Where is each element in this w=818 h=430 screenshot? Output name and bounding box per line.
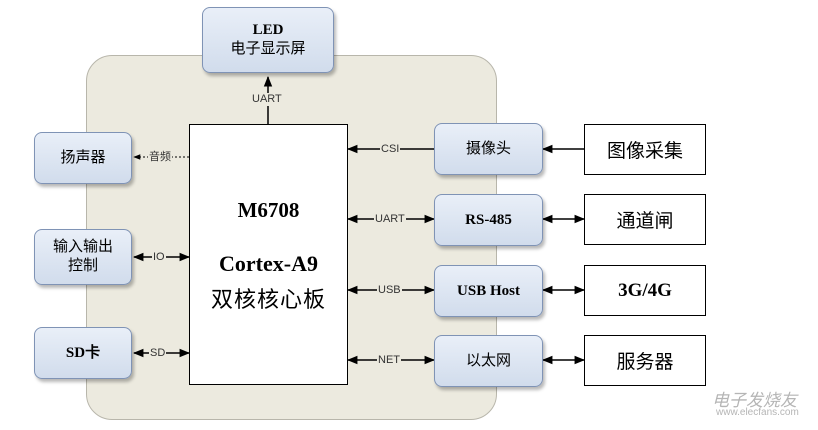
usb-host-box: USB Host bbox=[434, 265, 543, 317]
watermark-url: www.elecfans.com bbox=[716, 407, 799, 418]
camera-box: 摄像头 bbox=[434, 123, 543, 175]
server-label: 服务器 bbox=[616, 352, 674, 373]
led-display-label: 电子显示屏 bbox=[230, 41, 306, 57]
ethernet-box: 以太网 bbox=[434, 335, 543, 387]
io-label: IO bbox=[152, 251, 166, 264]
sd-card-label: SD卡 bbox=[65, 344, 101, 361]
core-board-label: 双核核心板 bbox=[210, 287, 326, 312]
net-4g-box: 3G/4G bbox=[584, 265, 706, 316]
camera-label: 摄像头 bbox=[465, 140, 511, 157]
uart-rs485-label: UART bbox=[374, 213, 406, 226]
ethernet-label: 以太网 bbox=[465, 352, 511, 369]
core-cpu: Cortex-A9 bbox=[219, 251, 318, 276]
net-4g-label: 3G/4G bbox=[618, 279, 672, 301]
gate-box: 通道闸 bbox=[584, 194, 706, 245]
uart-led-label: UART bbox=[251, 93, 283, 106]
image-capture-label: 图像采集 bbox=[606, 141, 683, 162]
sd-label: SD bbox=[149, 347, 167, 360]
led-label: LED bbox=[252, 22, 284, 38]
io-line2: 控制 bbox=[67, 258, 98, 274]
net-label: NET bbox=[377, 354, 401, 367]
io-line1: 输入输出 bbox=[52, 239, 113, 255]
core-model: M6708 bbox=[237, 198, 300, 222]
speaker-label: 扬声器 bbox=[60, 149, 106, 166]
watermark-text: 电子发烧友 bbox=[712, 391, 797, 411]
usb-label: USB bbox=[377, 284, 402, 297]
core-board-box: M6708 Cortex-A9 双核核心板 bbox=[189, 124, 348, 385]
audio-label: 音频 bbox=[148, 151, 172, 164]
csi-label: CSI bbox=[380, 143, 401, 156]
usb-host-label: USB Host bbox=[457, 282, 520, 299]
gate-label: 通道闸 bbox=[616, 211, 674, 232]
rs485-label: RS-485 bbox=[465, 211, 512, 228]
speaker-box: 扬声器 bbox=[34, 132, 132, 184]
rs485-box: RS-485 bbox=[434, 194, 543, 246]
server-box: 服务器 bbox=[584, 335, 706, 386]
led-display-box: LED 电子显示屏 bbox=[202, 7, 334, 73]
io-control-box: 输入输出 控制 bbox=[34, 229, 132, 285]
image-capture-box: 图像采集 bbox=[584, 124, 706, 175]
sd-card-box: SD卡 bbox=[34, 327, 132, 379]
